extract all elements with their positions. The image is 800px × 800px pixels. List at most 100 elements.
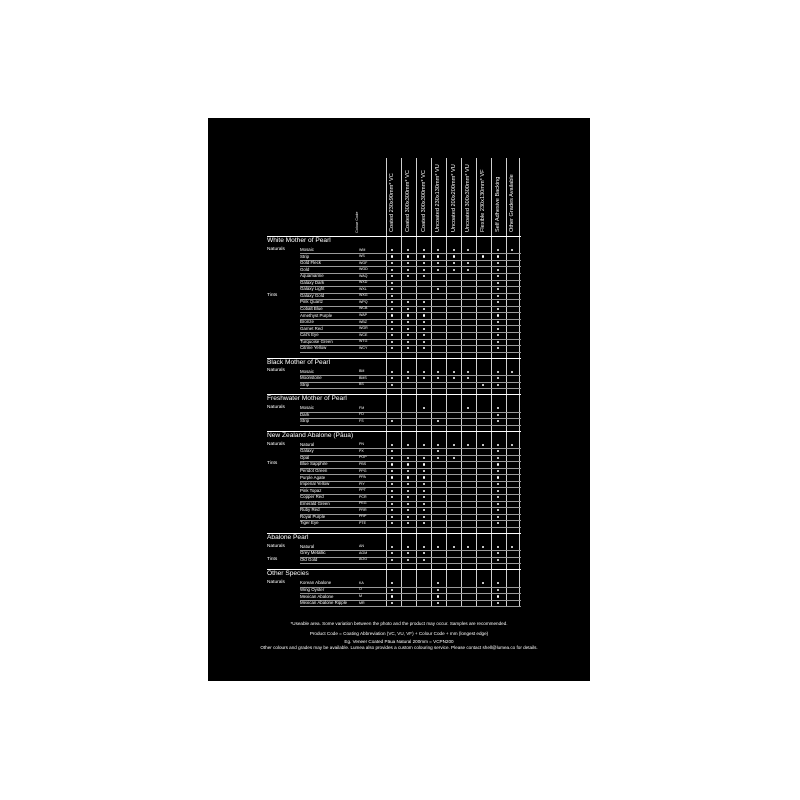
availability-dot (406, 502, 410, 505)
row-colour-code: KA (359, 580, 364, 585)
availability-dot (390, 489, 394, 492)
row-colour-code: WXL (359, 286, 367, 291)
row-product-name: Mexican Abalone Ripple (300, 600, 348, 606)
row-divider (300, 325, 521, 327)
availability-dot (406, 489, 410, 492)
availability-dot (496, 301, 500, 304)
row-product-name: Gold Fleck (300, 260, 321, 266)
row-colour-code: WPQ (359, 299, 368, 304)
row-product-name: Mosaic (300, 247, 314, 252)
availability-dot (406, 443, 410, 446)
availability-dot (496, 469, 500, 473)
availability-dot (390, 601, 394, 605)
row-product-name: Imperial Yellow (300, 481, 330, 487)
row-divider (300, 273, 521, 274)
row-product-name: Strip (300, 381, 310, 387)
availability-dot (496, 489, 500, 492)
row-colour-code: PBS (359, 461, 367, 466)
row-product-name: Wing Oyster (300, 586, 325, 592)
availability-dot (436, 582, 440, 585)
row-colour-code: PN (359, 442, 364, 447)
row-product-name: Natural (300, 441, 315, 447)
availability-dot (452, 248, 456, 252)
row-colour-code: AN (359, 544, 364, 549)
availability-dot (422, 545, 426, 548)
availability-dot (390, 588, 394, 592)
column-header: Coated 300x300mm* VC (421, 170, 427, 232)
availability-dot (452, 545, 456, 548)
availability-dot (436, 262, 440, 265)
availability-dot (390, 288, 394, 291)
row-divider (300, 500, 521, 502)
availability-dot (496, 307, 500, 311)
row-divider (300, 338, 521, 340)
row-divider (300, 292, 521, 294)
availability-dot (422, 307, 426, 311)
row-divider (300, 467, 521, 469)
availability-dot (422, 509, 426, 512)
availability-dot (390, 496, 394, 499)
section-title: Other Species (267, 570, 309, 578)
row-product-name: Dark (300, 411, 310, 417)
availability-dot (452, 456, 456, 459)
availability-dot (496, 509, 500, 512)
availability-dot (436, 450, 440, 453)
row-divider (300, 299, 521, 301)
row-divider (300, 526, 521, 528)
availability-dot (466, 262, 470, 265)
availability-dot (436, 443, 440, 446)
row-divider (300, 424, 521, 426)
row-divider (300, 318, 521, 320)
footer-line: Eg. Veneer Coated Pāua Natural 200mm = V… (344, 639, 454, 644)
row-divider (300, 556, 521, 558)
row-colour-code: WCY (359, 345, 368, 350)
availability-dot (422, 370, 426, 373)
row-product-name: Pink Quartz (300, 299, 323, 305)
row-product-name: Amethyst Purple (300, 312, 333, 318)
availability-dot (496, 327, 500, 330)
availability-dot (422, 443, 426, 446)
row-product-name: Ruby Red (300, 507, 320, 513)
availability-dot (390, 248, 394, 252)
availability-dot (466, 268, 470, 271)
availability-dot (436, 255, 440, 258)
section-divider (267, 532, 521, 534)
row-divider (300, 586, 521, 588)
availability-dot (422, 347, 426, 350)
row-divider (300, 606, 521, 608)
row-divider (300, 351, 521, 353)
row-colour-code: FD (359, 412, 364, 417)
availability-dot (390, 255, 394, 258)
section-divider (267, 357, 521, 359)
availability-dot (390, 552, 394, 555)
row-product-name: Turquoise Green (300, 338, 333, 344)
availability-dot (406, 334, 410, 337)
row-colour-code: O (359, 587, 362, 592)
row-colour-code: WCE (359, 332, 368, 337)
availability-dot (496, 347, 500, 350)
availability-dot (496, 320, 500, 324)
availability-dot (390, 301, 394, 304)
availability-dot (390, 347, 394, 350)
row-colour-code: PRR (359, 507, 367, 512)
row-product-name: Tiger Eye (300, 520, 319, 526)
row-colour-code: FM (359, 405, 365, 410)
availability-dot (436, 588, 440, 592)
row-product-name: Strip (300, 418, 310, 424)
column-header: Coated 230x90mm* VC (389, 173, 395, 232)
availability-dot (510, 545, 514, 548)
row-product-name: Galaxy Dark (300, 279, 325, 285)
row-product-name: Peridot Green (300, 468, 328, 473)
availability-dot (390, 268, 394, 271)
availability-dot (390, 582, 394, 585)
row-product-name: Garnet Red (300, 325, 323, 331)
availability-dot (496, 450, 500, 453)
availability-dot (406, 340, 410, 343)
availability-dot (496, 552, 500, 555)
availability-dot (496, 463, 500, 466)
row-product-name: Galaxy (300, 448, 314, 454)
availability-dot (422, 262, 426, 265)
row-colour-code: PPA (359, 475, 366, 480)
row-divider (300, 563, 521, 565)
availability-dot (481, 255, 485, 258)
